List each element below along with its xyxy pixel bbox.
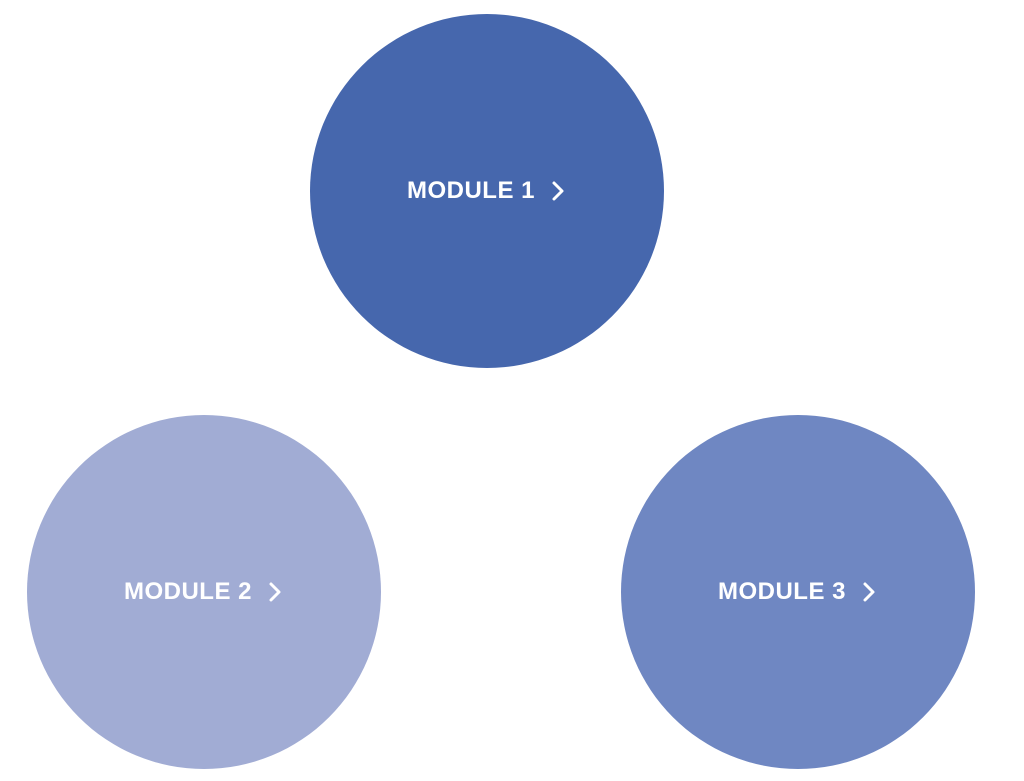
module-3-label-group: MODULE 3 <box>718 578 878 606</box>
chevron-right-icon <box>549 180 567 202</box>
module-1-label-group: MODULE 1 <box>407 177 567 205</box>
module-2-label-group: MODULE 2 <box>124 578 284 606</box>
module-2-button[interactable]: MODULE 2 <box>27 415 381 769</box>
module-3-label: MODULE 3 <box>717 578 846 605</box>
chevron-right-icon <box>860 581 878 603</box>
chevron-right-icon <box>266 581 284 603</box>
module-1-label: MODULE 1 <box>406 177 535 204</box>
module-3-button[interactable]: MODULE 3 <box>621 415 975 769</box>
module-1-button[interactable]: MODULE 1 <box>310 14 664 368</box>
module-2-label: MODULE 2 <box>123 578 252 605</box>
